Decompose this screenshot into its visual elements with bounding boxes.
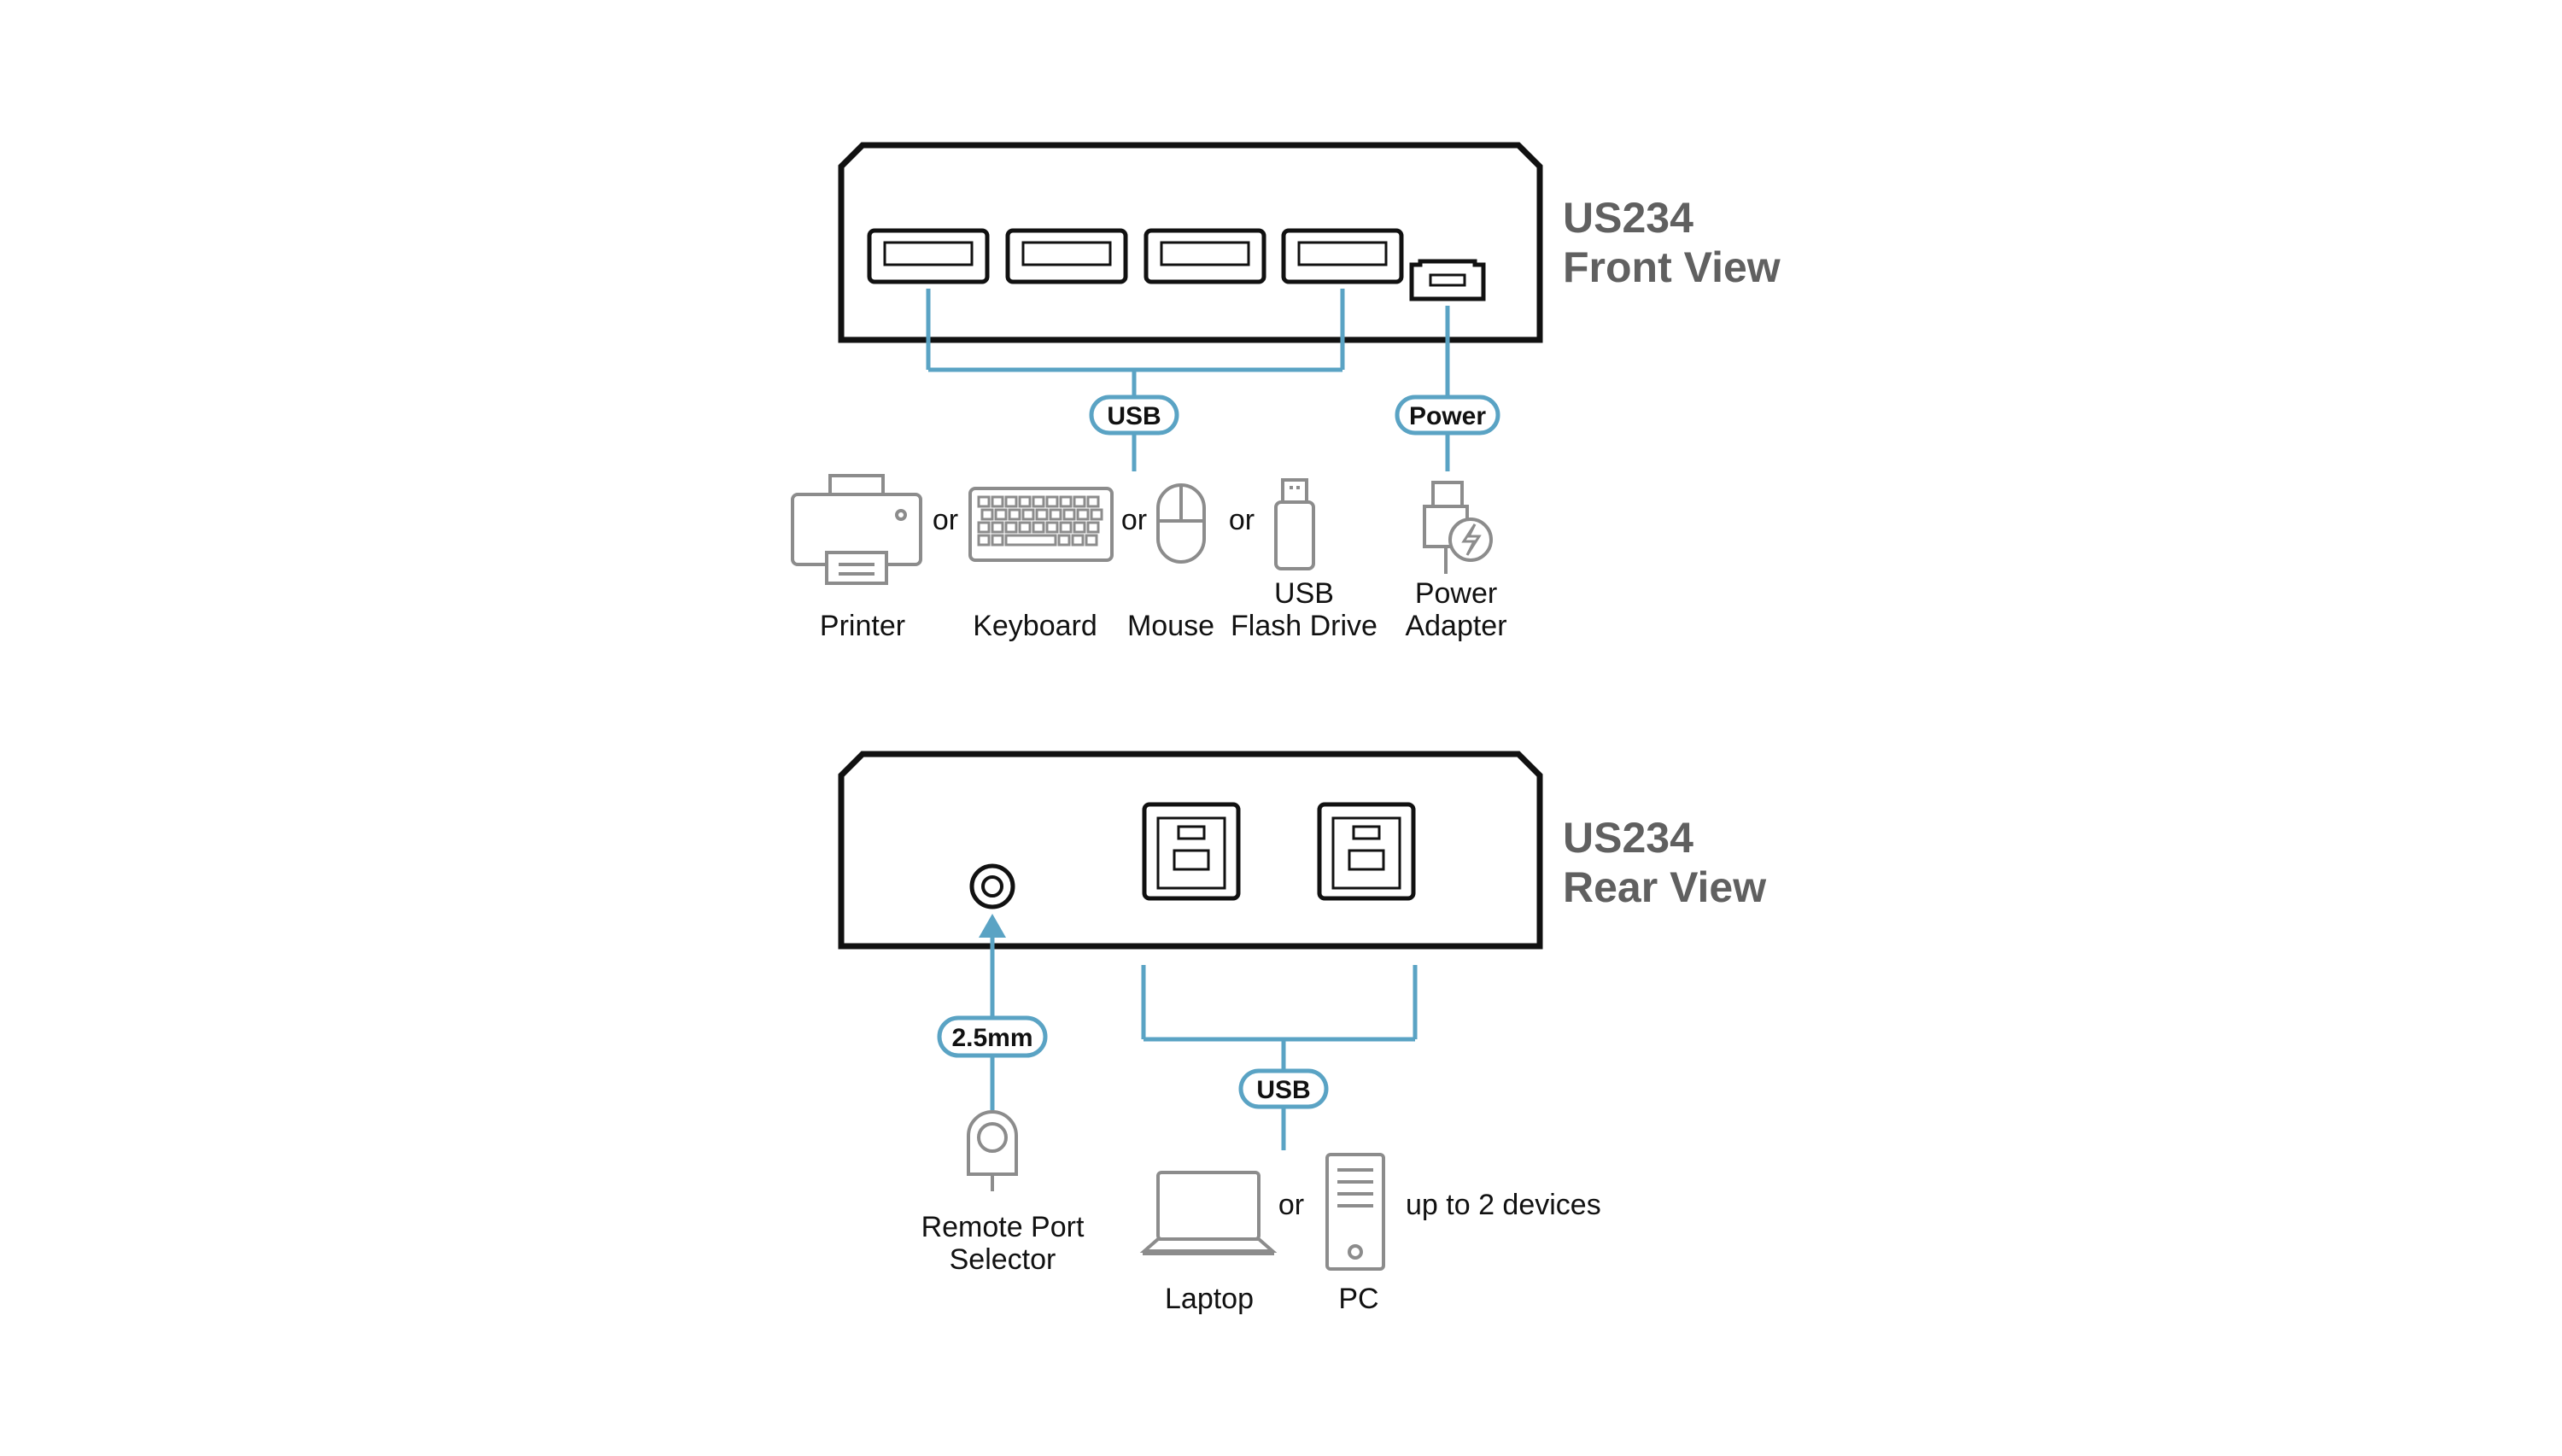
usb-tag: USB [1089, 395, 1179, 436]
or-label: or [1121, 504, 1147, 536]
front-view-model-title: US234 [1563, 194, 1693, 242]
remote-port-selector-icon [967, 1110, 1018, 1191]
printer-icon [791, 474, 922, 585]
usb-flash-drive-icon [1274, 478, 1315, 570]
keyboard-key [1018, 521, 1032, 534]
laptop-icon [1139, 1171, 1278, 1255]
usb-flash-drive-label-line1: USB [1274, 577, 1334, 610]
usb-b-port [1142, 802, 1241, 901]
keyboard-key [1057, 534, 1071, 547]
usb-a-port [1144, 228, 1266, 284]
rear-usb-tag: USB [1238, 1068, 1329, 1109]
keyboard-key [977, 521, 991, 534]
arrow-head-icon [979, 914, 1006, 938]
keyboard-key [980, 508, 994, 521]
jack-size-tag: 2.5mm [937, 1015, 1048, 1058]
keyboard-key [1076, 508, 1090, 521]
keyboard-key [1004, 534, 1057, 547]
keyboard-icon [968, 487, 1114, 562]
printer-label: Printer [820, 610, 905, 642]
keyboard-label: Keyboard [973, 610, 1097, 642]
keyboard-key [1073, 521, 1086, 534]
keyboard-key [1035, 508, 1049, 521]
rear-usb-tag-label: USB [1256, 1076, 1310, 1104]
keyboard-key [1073, 495, 1086, 508]
keyboard-key [991, 521, 1004, 534]
usb-a-port [1281, 228, 1404, 284]
keyboard-key [977, 495, 991, 508]
keyboard-key [1059, 521, 1073, 534]
rear-usb-connection-lines [1141, 965, 1418, 1150]
keyboard-key [1086, 521, 1100, 534]
rear-view-title: Rear View [1563, 863, 1766, 911]
remote-port-selector-label-line2: Selector [950, 1243, 1056, 1276]
remote-port-jack [969, 863, 1015, 909]
mouse-label: Mouse [1127, 610, 1214, 642]
keyboard-key [1085, 534, 1098, 547]
keyboard-key [1032, 521, 1045, 534]
keyboard-key [991, 495, 1004, 508]
usb-flash-drive-label-line2: Flash Drive [1231, 610, 1378, 642]
power-tag: Power [1395, 395, 1500, 436]
pc-label: PC [1338, 1283, 1378, 1315]
keyboard-key [1004, 495, 1018, 508]
keyboard-key [1062, 508, 1076, 521]
keyboard-key [1008, 508, 1021, 521]
keyboard-key [1032, 495, 1045, 508]
keyboard-key [1086, 495, 1100, 508]
usb-a-port [867, 228, 990, 284]
usb-a-port [1005, 228, 1128, 284]
front-view: USB Power Printer or Keyboard or [791, 142, 1781, 642]
device-limit-note: up to 2 devices [1406, 1189, 1601, 1221]
keyboard-key [1018, 495, 1032, 508]
power-tag-label: Power [1409, 402, 1486, 430]
power-adapter-icon [1423, 481, 1493, 574]
keyboard-key [991, 534, 1004, 547]
pc-icon [1325, 1153, 1385, 1271]
power-adapter-label-line2: Adapter [1405, 610, 1506, 642]
power-port [1409, 259, 1486, 301]
keyboard-key [1059, 495, 1073, 508]
front-view-title: Front View [1563, 243, 1781, 291]
remote-port-selector-label-line1: Remote Port [921, 1211, 1085, 1243]
keyboard-key [977, 534, 991, 547]
keyboard-key [1049, 508, 1062, 521]
rear-device-body [838, 751, 1543, 950]
keyboard-key [1090, 508, 1103, 521]
or-label: or [1278, 1189, 1304, 1221]
usb-tag-label: USB [1107, 402, 1161, 430]
laptop-label: Laptop [1165, 1283, 1254, 1315]
front-device-body [838, 142, 1543, 343]
keyboard-key [1045, 495, 1059, 508]
usb-connection-lines [926, 289, 1345, 471]
or-label: or [933, 504, 958, 536]
jack-size-label: 2.5mm [951, 1024, 1032, 1052]
keyboard-key [1004, 521, 1018, 534]
keyboard-key [1021, 508, 1035, 521]
power-adapter-label-line1: Power [1415, 577, 1497, 610]
mouse-icon [1156, 483, 1206, 564]
or-label: or [1229, 504, 1255, 536]
keyboard-key [994, 508, 1008, 521]
rear-view: 2.5mm Remote Port Selector USB Lapt [838, 751, 1766, 1315]
keyboard-key [1071, 534, 1085, 547]
keyboard-key [1045, 521, 1059, 534]
rear-view-model-title: US234 [1563, 814, 1693, 862]
usb-b-port [1317, 802, 1416, 901]
